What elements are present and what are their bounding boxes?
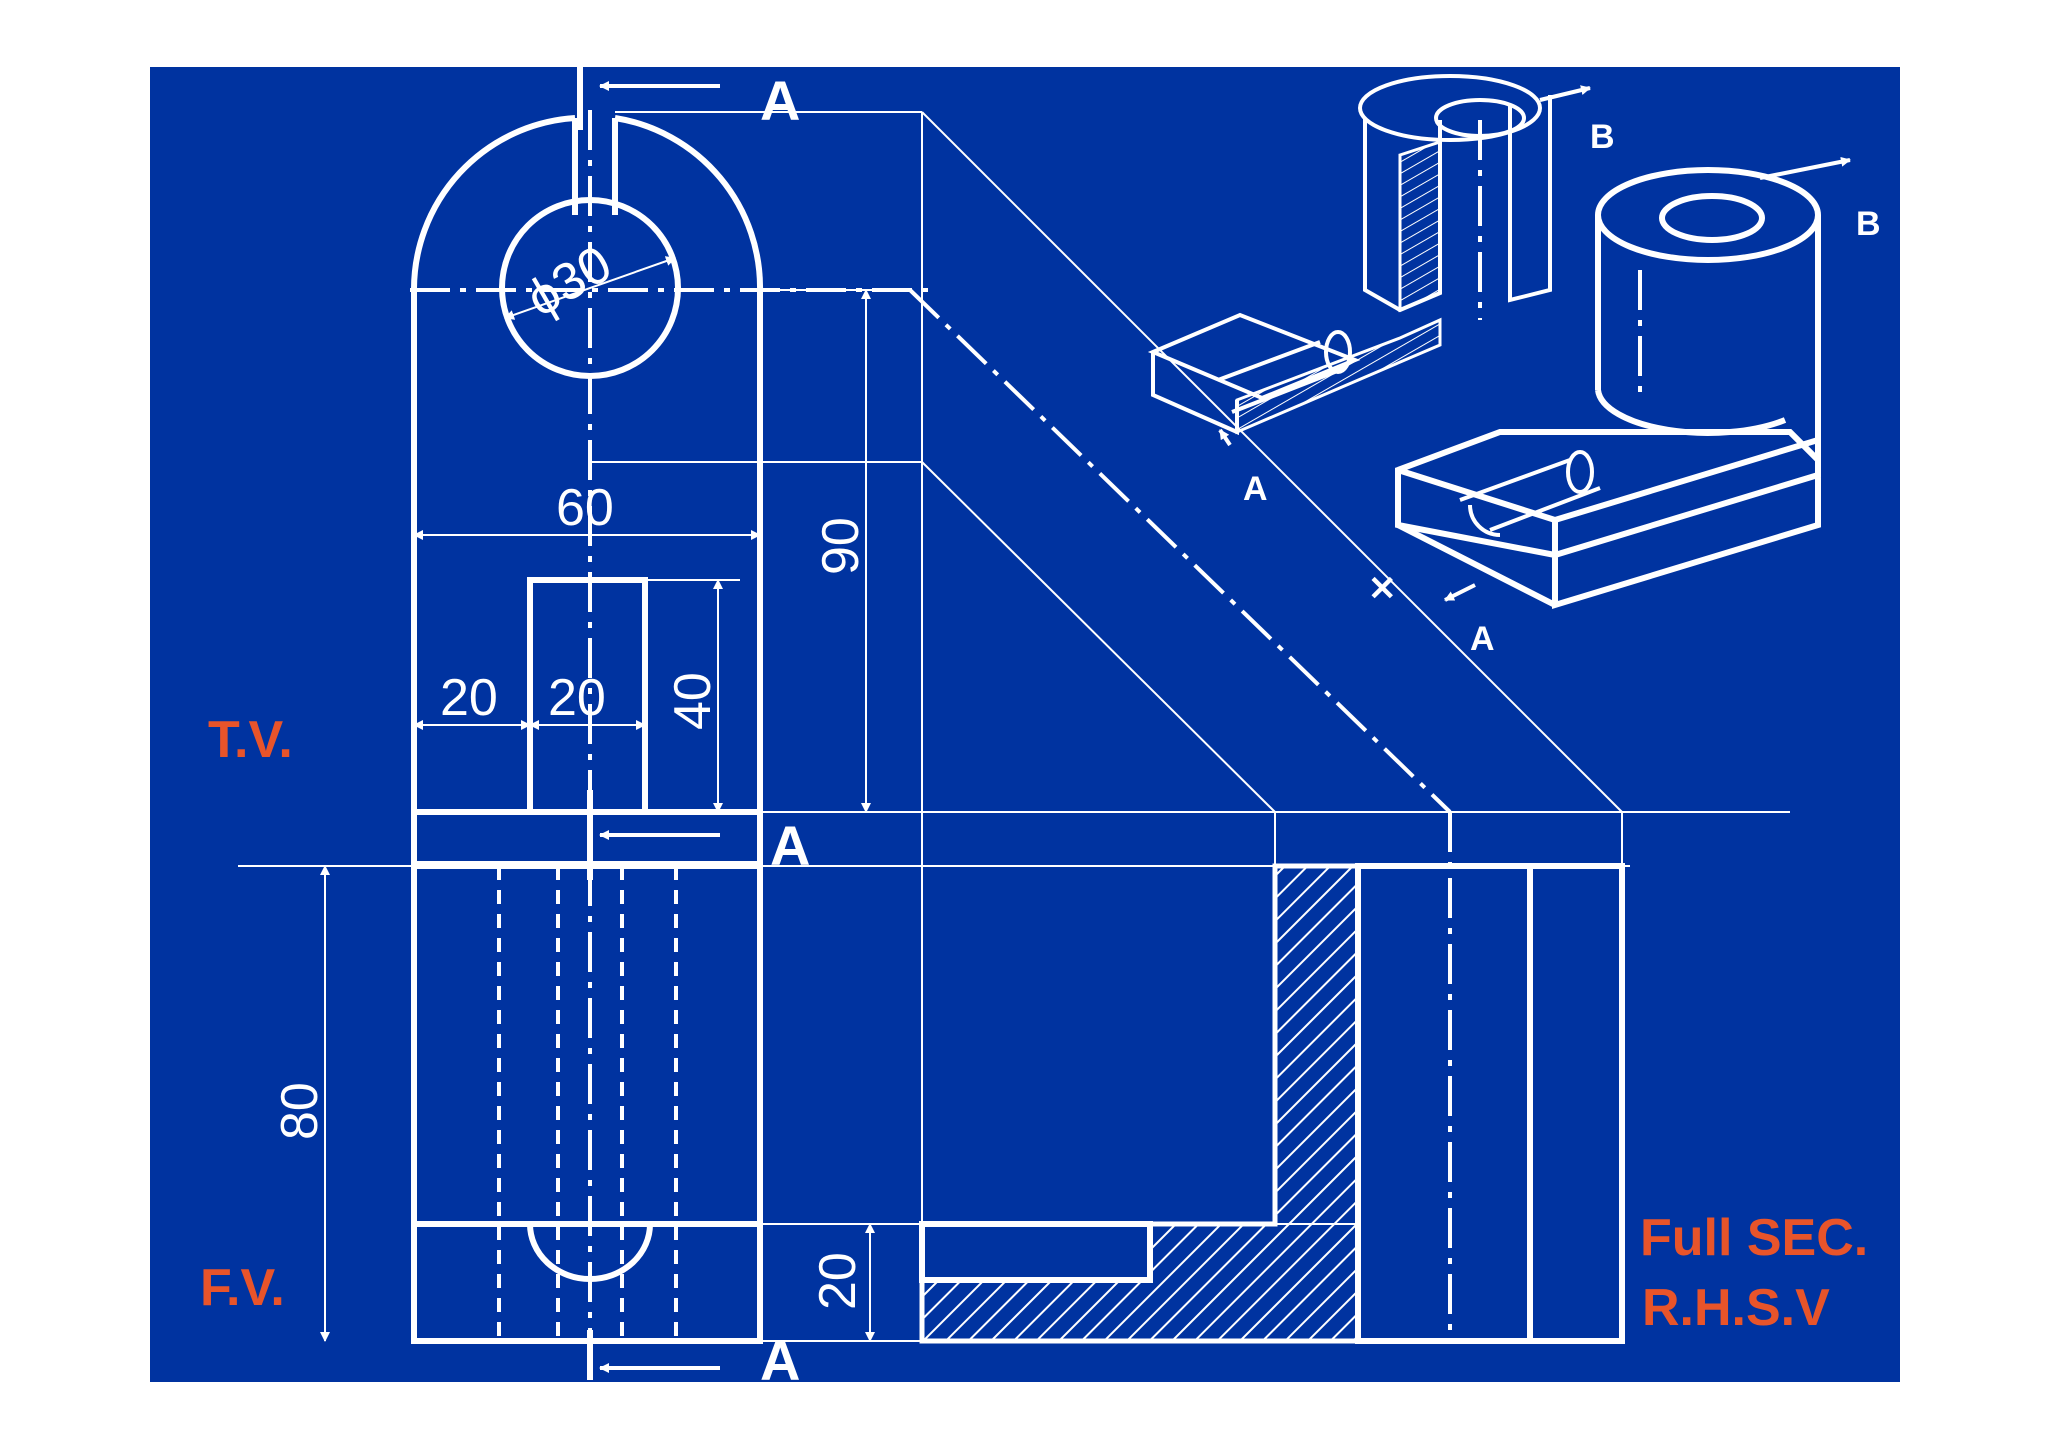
section-view-label-line1: Full SEC. — [1640, 1209, 1868, 1267]
top-view-label: T.V. — [208, 711, 293, 769]
iso2-slot — [1459, 458, 1601, 532]
base-height-dimension-text: 20 — [809, 1252, 867, 1310]
front-view: 80 20 A A — [271, 67, 925, 1392]
section-label-a-bottom: A — [760, 1329, 800, 1392]
isometric-full-view: B A ✕ — [1368, 156, 1881, 658]
iso2-slot-groove — [1468, 504, 1501, 537]
iso1-arrow-b — [1539, 85, 1591, 102]
section-view-label-line2: R.H.S.V — [1642, 1279, 1830, 1337]
section-label-a-top: A — [760, 69, 800, 132]
miter-line-1 — [921, 111, 1623, 813]
iso1-arrow-a — [1218, 428, 1232, 447]
height-dimension-text: 80 — [271, 1082, 329, 1140]
diameter-dimension-line — [504, 256, 676, 320]
iso2-slot-end — [1566, 450, 1594, 494]
depth-dimension-text: 90 — [812, 517, 870, 575]
front-view-label: F.V. — [200, 1259, 285, 1317]
iso1-hatch-base — [1235, 317, 1442, 435]
left-offset-dimension-text: 20 — [440, 669, 498, 727]
iso2-cross-mark: ✕ — [1368, 570, 1397, 608]
section-label-b-iso2: B — [1856, 205, 1881, 243]
miter-line-2 — [921, 461, 1276, 813]
slot-length-dimension-text: 40 — [664, 672, 722, 730]
sectional-side-view — [919, 812, 1625, 1344]
miter-centerline — [908, 288, 1452, 814]
iso1-right-body — [1508, 95, 1552, 303]
iso2-cylinder-sides — [1595, 215, 1821, 460]
iso1-top-ellipse — [1358, 74, 1542, 142]
section-right-outline — [1355, 863, 1625, 1344]
section-label-a-iso1: A — [1243, 470, 1268, 508]
slot-width-dimension-text: 20 — [548, 669, 606, 727]
isometric-section-view: B A — [1147, 74, 1615, 508]
section-label-a-middle: A — [770, 814, 810, 877]
top-view-rect-slot — [527, 577, 648, 812]
section-label-a-iso2: A — [1470, 620, 1495, 658]
iso2-hole-ellipse — [1659, 193, 1765, 243]
iso2-arrow-b — [1759, 156, 1851, 180]
iso2-arrow-a — [1444, 583, 1476, 602]
iso2-base — [1395, 429, 1821, 610]
section-base-slot — [919, 1221, 1153, 1283]
section-label-b-iso1: B — [1590, 118, 1615, 156]
iso1-hatch-vertical — [1398, 139, 1442, 313]
width-dimension-text: 60 — [556, 479, 614, 537]
iso2-base-front — [1395, 470, 1557, 608]
